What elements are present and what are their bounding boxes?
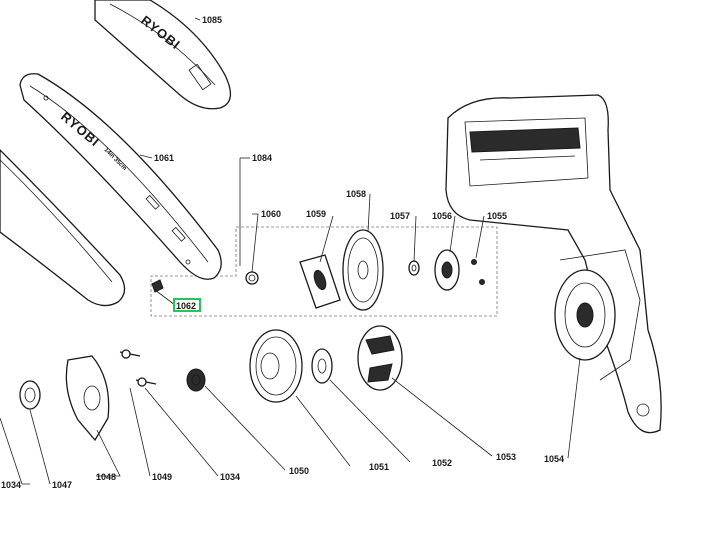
needle-bearing-part-1034 [186, 368, 206, 392]
label-1034: 1034 [220, 472, 240, 482]
label-1034-left: 1034 [1, 480, 21, 490]
sprocket-guard-part-1058 [342, 229, 384, 311]
washer-part-1051 [311, 348, 333, 384]
highlight-box-1062[interactable] [173, 298, 201, 312]
label-1047: 1047 [52, 480, 72, 490]
label-1059: 1059 [306, 209, 326, 219]
bearing-part-1047 [19, 380, 41, 410]
label-1058: 1058 [346, 189, 366, 199]
label-1056: 1056 [432, 211, 452, 221]
label-1051: 1051 [369, 462, 389, 472]
label-1062[interactable]: 1062 [176, 301, 196, 311]
label-1050: 1050 [289, 466, 309, 476]
pin-part-1049 [119, 349, 157, 387]
label-1053: 1053 [496, 452, 516, 462]
spacer-part-1060 [245, 271, 259, 285]
cover-plate-part-1048 [65, 355, 110, 442]
label-1061: 1061 [154, 153, 174, 163]
saw-chain-part [0, 149, 126, 307]
label-1084: 1084 [252, 153, 272, 163]
bar-nut-part-1062 [151, 279, 164, 293]
label-1055: 1055 [487, 211, 507, 221]
drum-part-1050 [249, 329, 303, 403]
screw-part-1055 [471, 259, 485, 285]
motor-housing-part-1054 [445, 94, 662, 434]
label-1048: 1048 [96, 472, 116, 482]
washer-part-1057 [408, 260, 420, 276]
bar-cover-part: RYOBI [94, 0, 232, 110]
label-1054: 1054 [544, 454, 564, 464]
label-1060: 1060 [261, 209, 281, 219]
hub-part-1056 [434, 249, 460, 291]
clutch-part-1053 [357, 325, 403, 391]
label-1049: 1049 [152, 472, 172, 482]
label-1052: 1052 [432, 458, 452, 468]
plate-part-1059 [299, 254, 341, 309]
label-1057: 1057 [390, 211, 410, 221]
assembly-group-outline [150, 226, 498, 317]
label-1085: 1085 [202, 15, 222, 25]
